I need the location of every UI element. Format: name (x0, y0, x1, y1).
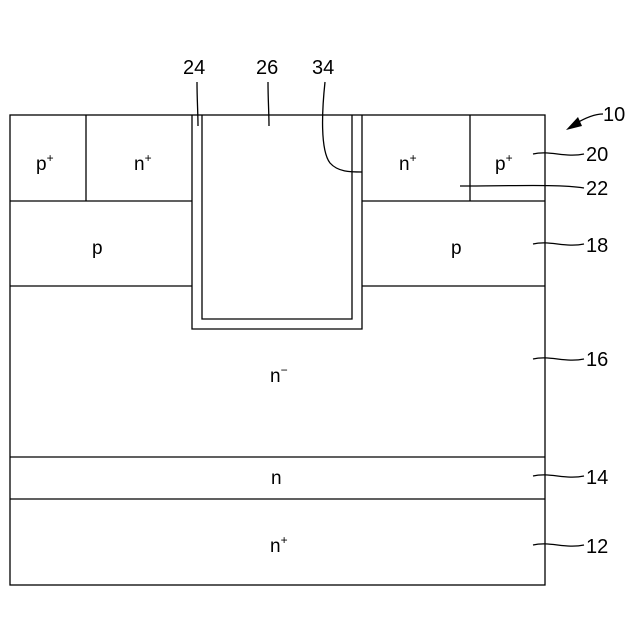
ref-numeral-34: 34 (312, 57, 334, 79)
region-label-p-plus-right: p+ (495, 151, 513, 175)
region-label-p-right: p (451, 238, 462, 259)
leader-line-34 (323, 82, 362, 172)
region-label-n-plus-right: n+ (399, 151, 417, 175)
region-label-n-plus-substrate: n+ (270, 533, 288, 557)
region-label-p-plus-left: p+ (36, 151, 54, 175)
ref-numeral-26: 26 (256, 57, 278, 79)
leader-line-26 (268, 82, 269, 126)
gate-electrode-outline (202, 115, 352, 319)
ref-numeral-10: 10 (603, 104, 625, 126)
leader-line-20 (533, 153, 584, 155)
leader-line-16 (533, 358, 584, 360)
leader-line-22 (460, 186, 584, 189)
ref-numeral-24: 24 (183, 57, 205, 79)
ref-numeral-18: 18 (586, 235, 608, 257)
leader-line-18 (533, 243, 584, 245)
trench-outline (192, 115, 362, 329)
ref-numeral-16: 16 (586, 349, 608, 371)
region-label-n: n (271, 468, 282, 489)
ref-numeral-12: 12 (586, 536, 608, 558)
ref-numeral-20: 20 (586, 144, 608, 166)
leader-line-12 (533, 544, 584, 546)
region-label-p-left: p (92, 238, 103, 259)
region-label-n-minus: n− (270, 363, 288, 387)
region-label-n-plus-left: n+ (134, 151, 152, 175)
leader-line-14 (533, 475, 584, 477)
arrowhead-10 (566, 117, 582, 130)
ref-numeral-22: 22 (586, 178, 608, 200)
leader-line-24 (197, 82, 198, 126)
ref-numeral-14: 14 (586, 467, 608, 489)
